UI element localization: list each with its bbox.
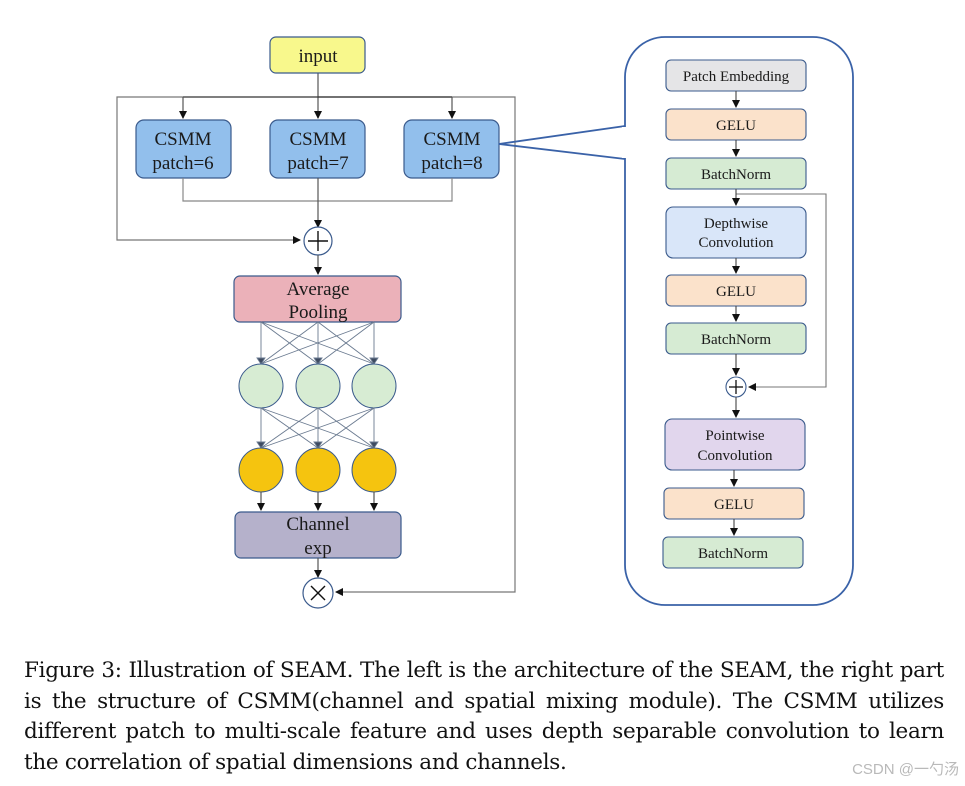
csmm-node-patch-8: CSMM patch=8 [403,119,500,179]
fc-arrowhead [369,441,379,449]
avg-pool-label: Pooling [288,302,348,323]
yellow-neuron [238,447,284,493]
green-neuron [351,363,397,409]
seam-architecture: input CSMM patch=6 CSMM patch=7 CSMM pat… [116,36,516,609]
average-pooling-node: Average Pooling [233,275,402,323]
fc-arrowhead [313,441,323,449]
input-label: input [298,46,338,67]
residual-connection [736,193,827,391]
add-operator-csmm [725,376,747,398]
channel-exp-label: Channel [286,514,349,535]
pointwise-convolution-node: Pointwise Convolution [664,418,806,471]
avg-pool-label: Average [287,279,350,300]
fc-edge [260,407,319,449]
csmm-patch-label: patch=7 [287,153,348,174]
csmm-node-patch-7: CSMM patch=7 [269,119,366,179]
csmm-label: CSMM [289,129,346,150]
fc-edge [260,321,319,365]
gelu-node-3: GELU [663,487,805,520]
gelu-node-2: GELU [665,274,807,307]
yellow-neuron [351,447,397,493]
gelu-label: GELU [714,497,754,513]
csmm-patch-label: patch=6 [152,153,213,174]
depthwise-label: Depthwise [704,216,768,232]
fc-arrowhead [369,357,379,365]
gelu-label: GELU [716,284,756,300]
batchnorm-label: BatchNorm [701,332,771,348]
csmm-node-patch-6: CSMM patch=6 [135,119,232,179]
batchnorm-node-1: BatchNorm [665,157,807,190]
batchnorm-node-3: BatchNorm [662,536,804,569]
fc-edge [317,321,375,365]
pointwise-label: Pointwise [705,428,765,444]
gelu-label: GELU [716,118,756,134]
csmm-label: CSMM [154,129,211,150]
green-neuron [295,363,341,409]
watermark: CSDN @一勺汤 [852,761,959,778]
pointwise-label: Convolution [697,448,773,464]
batchnorm-label: BatchNorm [698,546,768,562]
green-neuron [238,363,284,409]
csmm-label: CSMM [423,129,480,150]
fc-arrowhead [256,357,266,365]
yellow-neuron [295,447,341,493]
hidden-layer-green [238,363,397,409]
patch-embedding-label: Patch Embedding [683,69,790,85]
csmm-structure: Patch Embedding GELU BatchNorm Depthwise… [622,36,854,606]
seam-diagram: input CSMM patch=6 CSMM patch=7 CSMM pat… [116,36,854,609]
channel-exp-node: Channel exp [234,511,402,559]
gelu-node-1: GELU [665,108,807,141]
figure-caption: Figure 3: Illustration of SEAM. The left… [24,658,944,775]
fc-edges-layer-2 [256,407,379,449]
channel-exp-label: exp [304,538,331,559]
batchnorm-label: BatchNorm [701,167,771,183]
fc-arrowhead [313,357,323,365]
add-operator [303,226,333,256]
batchnorm-node-2: BatchNorm [665,322,807,355]
multiply-operator [302,577,334,609]
input-node: input [269,36,366,74]
hidden-layer-yellow [238,447,397,493]
fc-edge [260,321,375,365]
fc-edge [317,407,375,449]
fc-edges-layer-1 [256,321,379,365]
depthwise-label: Convolution [698,235,774,251]
patch-embedding-node: Patch Embedding [665,59,807,92]
fc-arrowhead [256,441,266,449]
skip-connection-left [116,96,301,244]
zoom-callout-lines [498,125,626,160]
csmm-patch-label: patch=8 [421,153,482,174]
fc-edge [260,407,375,449]
depthwise-convolution-node: Depthwise Convolution [665,206,807,259]
